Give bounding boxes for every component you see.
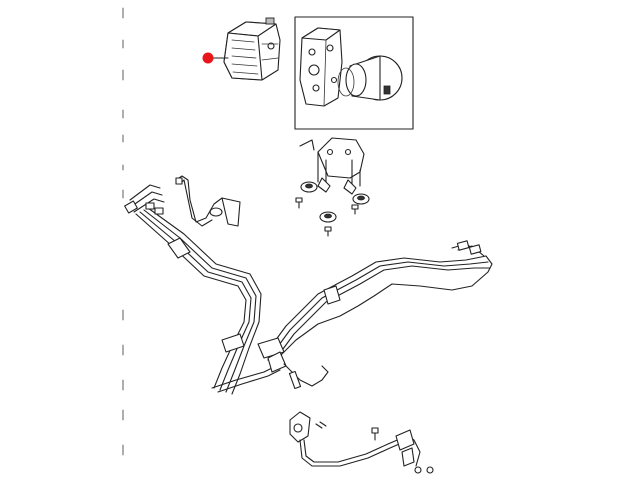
mounting-bracket[interactable] (299, 137, 365, 195)
grommets[interactable] (300, 181, 370, 223)
brake-line-left-loop[interactable] (175, 175, 241, 227)
sensor-harness[interactable] (289, 411, 434, 474)
pump-motor[interactable] (337, 55, 403, 101)
brake-line-bundle[interactable] (124, 184, 281, 395)
brake-line-right[interactable] (257, 240, 493, 390)
detail-view (294, 16, 414, 130)
hydraulic-unit-detail[interactable] (299, 27, 343, 107)
callout-marker[interactable] (202, 52, 229, 64)
bolts[interactable] (295, 197, 359, 237)
abs-module[interactable] (223, 17, 281, 81)
